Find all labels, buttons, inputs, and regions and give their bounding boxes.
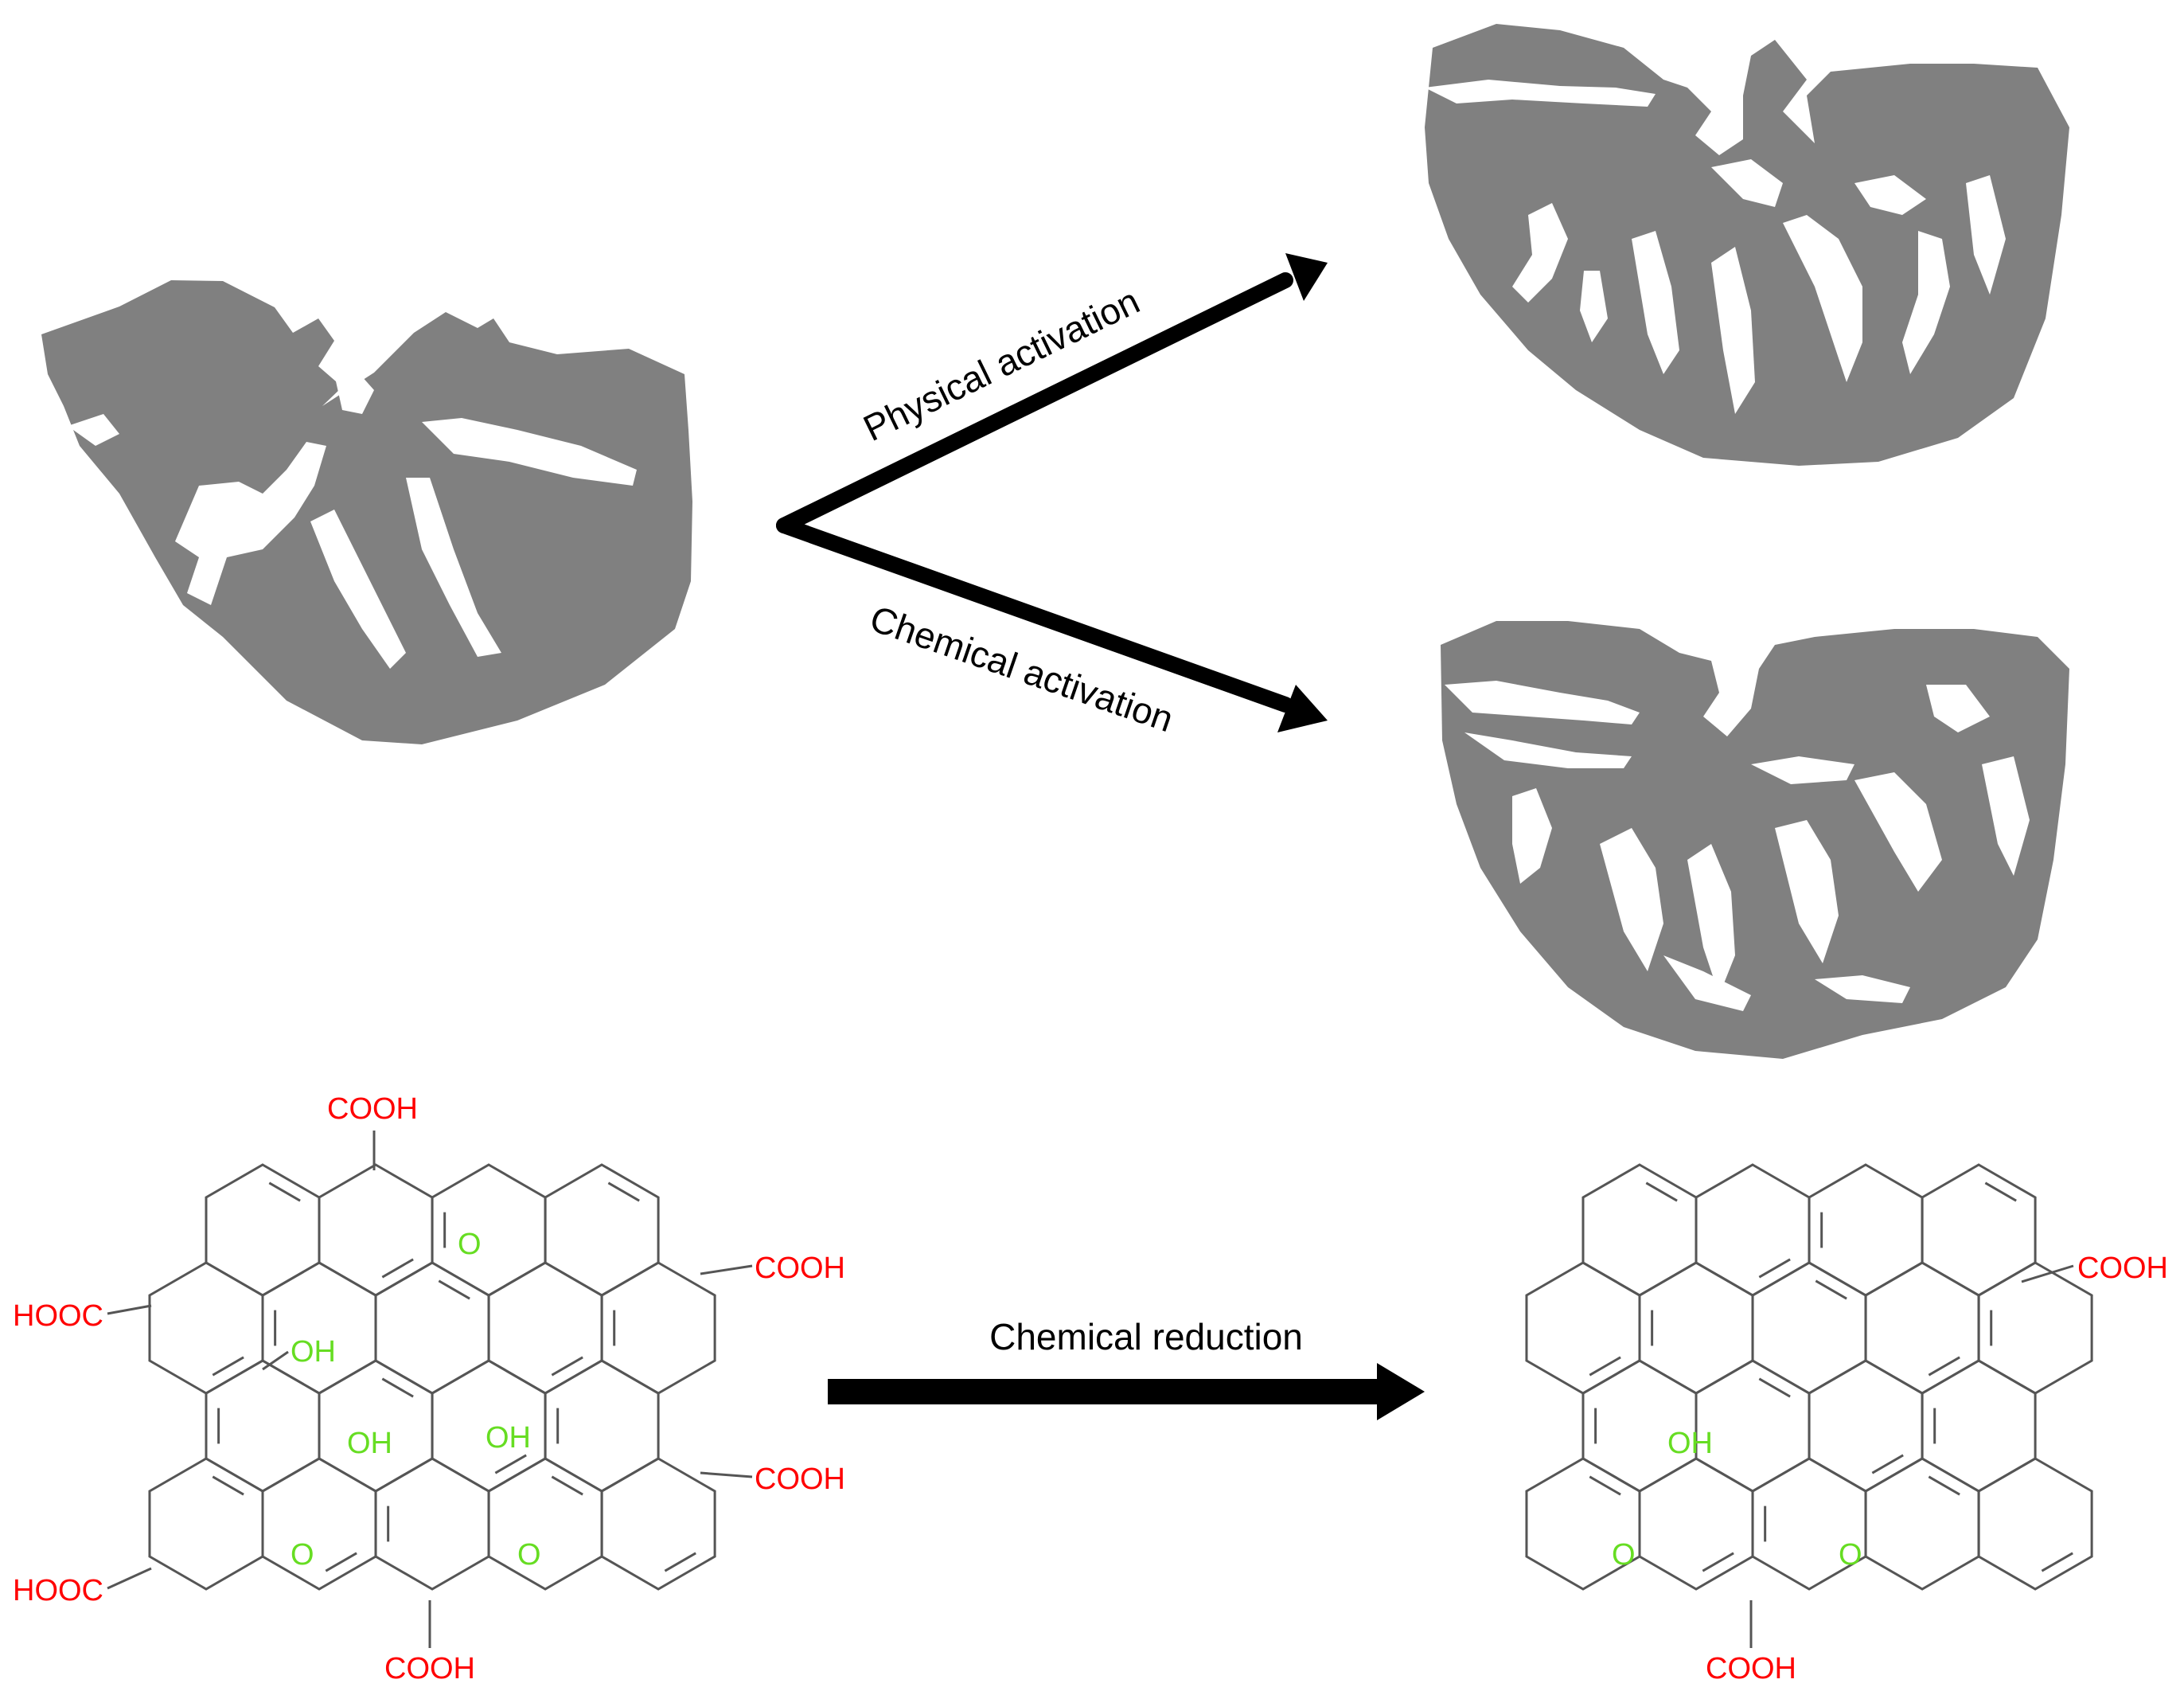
chemically-activated-particle <box>1441 621 2069 1059</box>
double-bond <box>1702 1552 1734 1572</box>
substituent-bond <box>107 1567 152 1590</box>
benzene-ring <box>318 1163 434 1297</box>
double-bond <box>2041 1552 2073 1572</box>
benzene-ring <box>431 1163 547 1297</box>
oh-group-label: OH <box>486 1421 531 1455</box>
cooh-group-label: COOH <box>755 1463 845 1496</box>
benzene-ring <box>487 1261 603 1395</box>
substituent-bond <box>107 1304 152 1315</box>
double-bond <box>664 1552 696 1572</box>
physically-activated-particle <box>1425 24 2069 466</box>
cooh-group-label: COOH <box>384 1652 475 1685</box>
benzene-ring <box>1525 1261 1641 1395</box>
oh-group-label: OH <box>291 1335 336 1369</box>
benzene-ring <box>487 1457 603 1591</box>
cooh-group-label: COOH <box>327 1092 418 1126</box>
physical-arrowhead <box>1285 253 1328 301</box>
benzene-ring <box>1751 1261 1867 1395</box>
benzene-ring <box>1638 1261 1754 1395</box>
chemical-activation-arrow <box>776 517 1293 713</box>
cooh-group-label: COOH <box>755 1252 845 1285</box>
o-group-label: O <box>1839 1538 1862 1572</box>
benzene-ring <box>1921 1359 2037 1493</box>
double-bond <box>212 1475 244 1496</box>
o-group-label: O <box>517 1538 541 1572</box>
benzene-ring <box>261 1457 377 1591</box>
benzene-ring <box>544 1359 660 1493</box>
benzene-ring <box>148 1457 264 1591</box>
double-bond <box>1589 1475 1621 1496</box>
benzene-ring <box>1808 1359 1924 1493</box>
benzene-ring <box>1864 1261 1980 1395</box>
reduction-arrow <box>828 1379 1385 1404</box>
hooc-group-label: HOOC <box>13 1574 103 1607</box>
benzene-ring <box>1638 1457 1754 1591</box>
benzene-ring <box>1977 1261 2093 1395</box>
double-bond <box>1984 1181 2017 1202</box>
benzene-ring <box>600 1457 716 1591</box>
hooc-group-label: HOOC <box>13 1299 103 1333</box>
double-bond <box>1645 1181 1678 1202</box>
double-bond <box>438 1279 470 1300</box>
physical-activation-arrow <box>776 272 1293 533</box>
benzene-ring <box>1864 1457 1980 1591</box>
benzene-ring <box>374 1457 490 1591</box>
benzene-ring <box>318 1359 434 1493</box>
graphene-oxide-structure <box>148 1163 716 1591</box>
oh-group-label: OH <box>347 1427 392 1460</box>
o-group-label: O <box>458 1228 482 1261</box>
reduced-graphene-oxide-groups: COOH COOH OH O O <box>1612 1252 2168 1685</box>
o-group-label: O <box>1612 1538 1636 1572</box>
double-bond <box>1871 1454 1904 1474</box>
benzene-ring <box>261 1261 377 1395</box>
substituent-bond <box>262 1350 289 1371</box>
double-bond <box>1589 1356 1621 1377</box>
substituent-bond <box>2021 1264 2074 1283</box>
activation-arrows: Physical activation Chemical activation <box>776 253 1328 740</box>
graphene-oxide-groups: COOH COOH HOOC COOH HOOC COOH OH OH OH O O O <box>13 1092 845 1685</box>
substituent-bond <box>700 1471 753 1478</box>
benzene-ring <box>1808 1163 1924 1297</box>
benzene-ring <box>1695 1163 1811 1297</box>
benzene-ring <box>544 1163 660 1297</box>
double-bond <box>1815 1279 1847 1300</box>
cooh-group-label: COOH <box>2077 1252 2168 1285</box>
benzene-ring <box>1921 1163 2037 1297</box>
double-bond <box>1928 1475 1960 1496</box>
raw-carbon-particle <box>41 280 692 744</box>
double-bond <box>381 1258 414 1279</box>
benzene-ring <box>205 1163 321 1297</box>
benzene-ring <box>1581 1163 1698 1297</box>
double-bond <box>551 1356 583 1377</box>
reduction-arrow-group: Chemical reduction <box>828 1316 1425 1420</box>
double-bond <box>1758 1258 1791 1279</box>
substituent-bond <box>700 1264 753 1275</box>
double-bond <box>1758 1377 1791 1398</box>
benzene-ring <box>1695 1359 1811 1493</box>
double-bond <box>551 1475 583 1496</box>
benzene-ring <box>374 1261 490 1395</box>
double-bond <box>494 1454 527 1474</box>
cooh-group-label: COOH <box>1706 1652 1796 1685</box>
double-bond <box>268 1181 301 1202</box>
chemical-arrowhead <box>1277 685 1328 732</box>
o-group-label: O <box>291 1538 314 1572</box>
benzene-ring <box>1977 1457 2093 1591</box>
double-bond <box>212 1356 244 1377</box>
benzene-ring <box>205 1359 321 1493</box>
reduction-arrowhead <box>1377 1363 1425 1420</box>
oh-group-label: OH <box>1667 1427 1713 1460</box>
reduced-graphene-oxide-structure <box>1525 1163 2093 1591</box>
double-bond <box>325 1552 357 1572</box>
benzene-ring <box>148 1261 264 1395</box>
double-bond <box>607 1181 640 1202</box>
chemical-reduction-label: Chemical reduction <box>989 1316 1303 1357</box>
benzene-ring <box>600 1261 716 1395</box>
double-bond <box>1928 1356 1960 1377</box>
double-bond <box>381 1377 414 1398</box>
benzene-ring <box>1581 1359 1698 1493</box>
